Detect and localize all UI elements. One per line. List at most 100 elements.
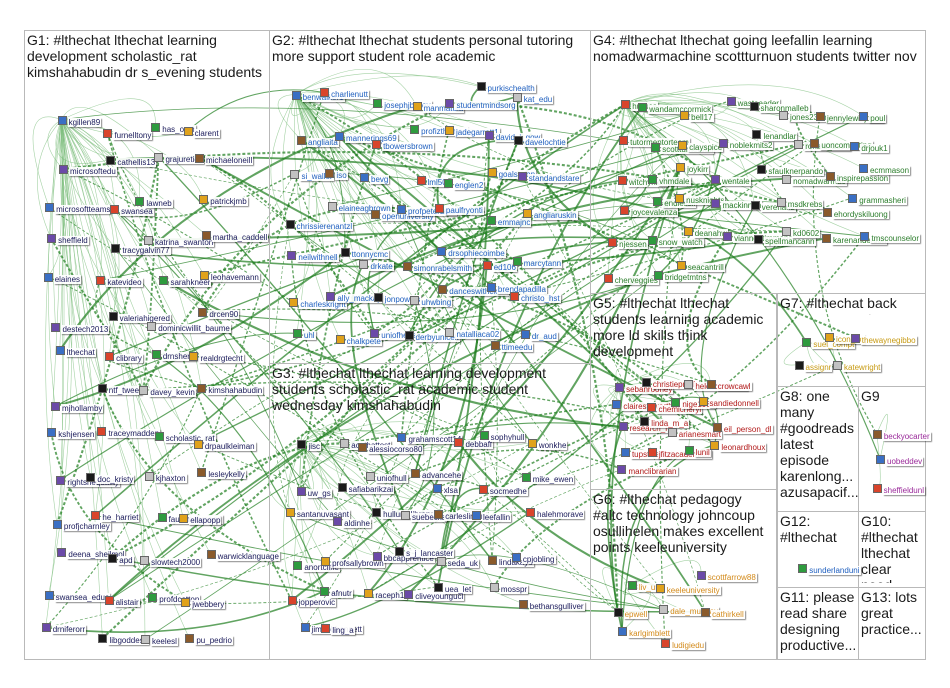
node-label: davelochtie	[524, 137, 567, 147]
node-label: sebanrooney	[625, 384, 674, 394]
group-title-g7: G7: #lthechat back great nov woot	[780, 295, 897, 315]
avatar-icon	[612, 400, 622, 410]
avatar-icon	[489, 583, 499, 593]
avatar-icon	[794, 140, 804, 150]
avatar-icon	[750, 201, 760, 211]
node-label: linda_m_a	[650, 418, 690, 428]
node-label: traceymadden	[107, 429, 161, 439]
node-label: inspirepassion	[835, 174, 890, 184]
avatar-icon	[876, 454, 885, 464]
node-label: simonrabelsmith	[412, 263, 473, 273]
group-title-g9: G9	[861, 388, 880, 404]
avatar-icon	[858, 163, 868, 173]
avatar-icon	[514, 135, 524, 145]
graph-edge	[301, 443, 409, 595]
avatar-icon	[206, 550, 216, 559]
node-label: s_j_lancaster	[405, 548, 455, 558]
avatar-icon	[140, 555, 150, 565]
node-label: pu_pedrio	[195, 636, 233, 646]
avatar-icon	[671, 397, 681, 407]
graph-edge	[295, 94, 409, 335]
avatar-icon	[726, 96, 736, 106]
graph-edge	[414, 449, 622, 475]
graph-edge	[441, 238, 652, 290]
node-label: slowtech2000	[150, 557, 202, 567]
graph-edge	[363, 176, 661, 588]
node-label: sharonmalleb	[759, 104, 810, 114]
graph-edge	[101, 259, 518, 640]
graph-edge	[301, 443, 523, 604]
graph-edge	[277, 94, 302, 140]
node-label: profpeterbrad	[406, 206, 457, 216]
node-label: tracygalvin77	[121, 246, 171, 256]
avatar-icon	[103, 129, 113, 139]
avatar-icon	[197, 383, 207, 393]
node-label: lenandlar	[762, 131, 798, 141]
avatar-icon	[718, 138, 728, 148]
node-label: ling_a	[331, 625, 355, 635]
graph-edge	[108, 115, 864, 601]
node-label: keeleuniversity	[665, 585, 721, 595]
avatar-icon	[619, 135, 629, 145]
avatar-icon	[395, 546, 405, 556]
node-label: swansea_educ	[54, 592, 110, 602]
node-label: grajuretich	[164, 154, 204, 164]
node-label: clayspice	[688, 143, 724, 153]
avatar-icon	[91, 511, 101, 521]
avatar-icon	[661, 639, 671, 649]
node-label: kimshahabudin	[207, 385, 264, 395]
avatar-icon	[135, 197, 145, 207]
avatar-icon	[287, 251, 297, 261]
avatar-icon	[520, 330, 530, 340]
node-label: angliaruskin	[532, 211, 578, 221]
node-label: vhmdale	[658, 177, 691, 187]
node-label: elaines	[53, 274, 82, 284]
avatar-icon	[287, 596, 297, 606]
avatar-icon	[148, 593, 158, 603]
node-label: dr_aud	[530, 332, 558, 342]
node-label: christo_hst	[519, 293, 561, 303]
node-label: jwebbery	[191, 599, 226, 609]
node-label: kgillen89	[67, 117, 102, 127]
node-label: standandstare	[527, 173, 581, 183]
graph-edge	[107, 273, 659, 602]
node-label: dale_munday	[669, 606, 720, 616]
avatar-icon	[98, 634, 108, 644]
graph-edge	[32, 116, 62, 208]
node-label: keelesl	[150, 637, 178, 647]
graph-edge	[331, 114, 685, 207]
node-label: valeriahigered	[118, 313, 171, 323]
avatar-icon	[189, 352, 199, 362]
graph-edge	[493, 449, 689, 588]
graph-edge	[876, 413, 888, 459]
avatar-icon	[706, 380, 716, 390]
node-label: lawneb	[145, 199, 173, 209]
node-label: bevg	[370, 174, 390, 184]
avatar-icon	[684, 446, 694, 456]
avatar-icon	[627, 581, 637, 591]
node-label: sandiedonnell	[708, 398, 760, 408]
group-title-g12: G12: #lthechat	[780, 513, 837, 545]
graph-edge	[198, 157, 533, 444]
graph-edge	[203, 143, 799, 276]
graph-edge	[61, 98, 156, 127]
node-label: scottturneruon	[661, 144, 715, 154]
node-label: epwell	[623, 609, 649, 619]
avatar-icon	[364, 589, 374, 599]
avatar-icon	[159, 275, 169, 285]
avatar-icon	[396, 204, 406, 214]
avatar-icon	[752, 129, 762, 139]
node-label: drnsheriff	[161, 351, 198, 361]
node-label: katewright	[842, 362, 882, 372]
node-label: ehordyskiluong	[832, 209, 889, 219]
node-label: beckyocarter	[882, 431, 931, 441]
node-label: manclibrarian	[627, 467, 678, 477]
node-label: sarahkneer	[169, 277, 212, 287]
avatar-icon	[321, 557, 331, 567]
avatar-icon	[433, 582, 443, 592]
graph-edge	[490, 286, 498, 561]
avatar-icon	[434, 204, 444, 214]
avatar-icon	[201, 230, 211, 240]
graph-edge	[289, 511, 664, 610]
graph-edge	[625, 95, 815, 144]
